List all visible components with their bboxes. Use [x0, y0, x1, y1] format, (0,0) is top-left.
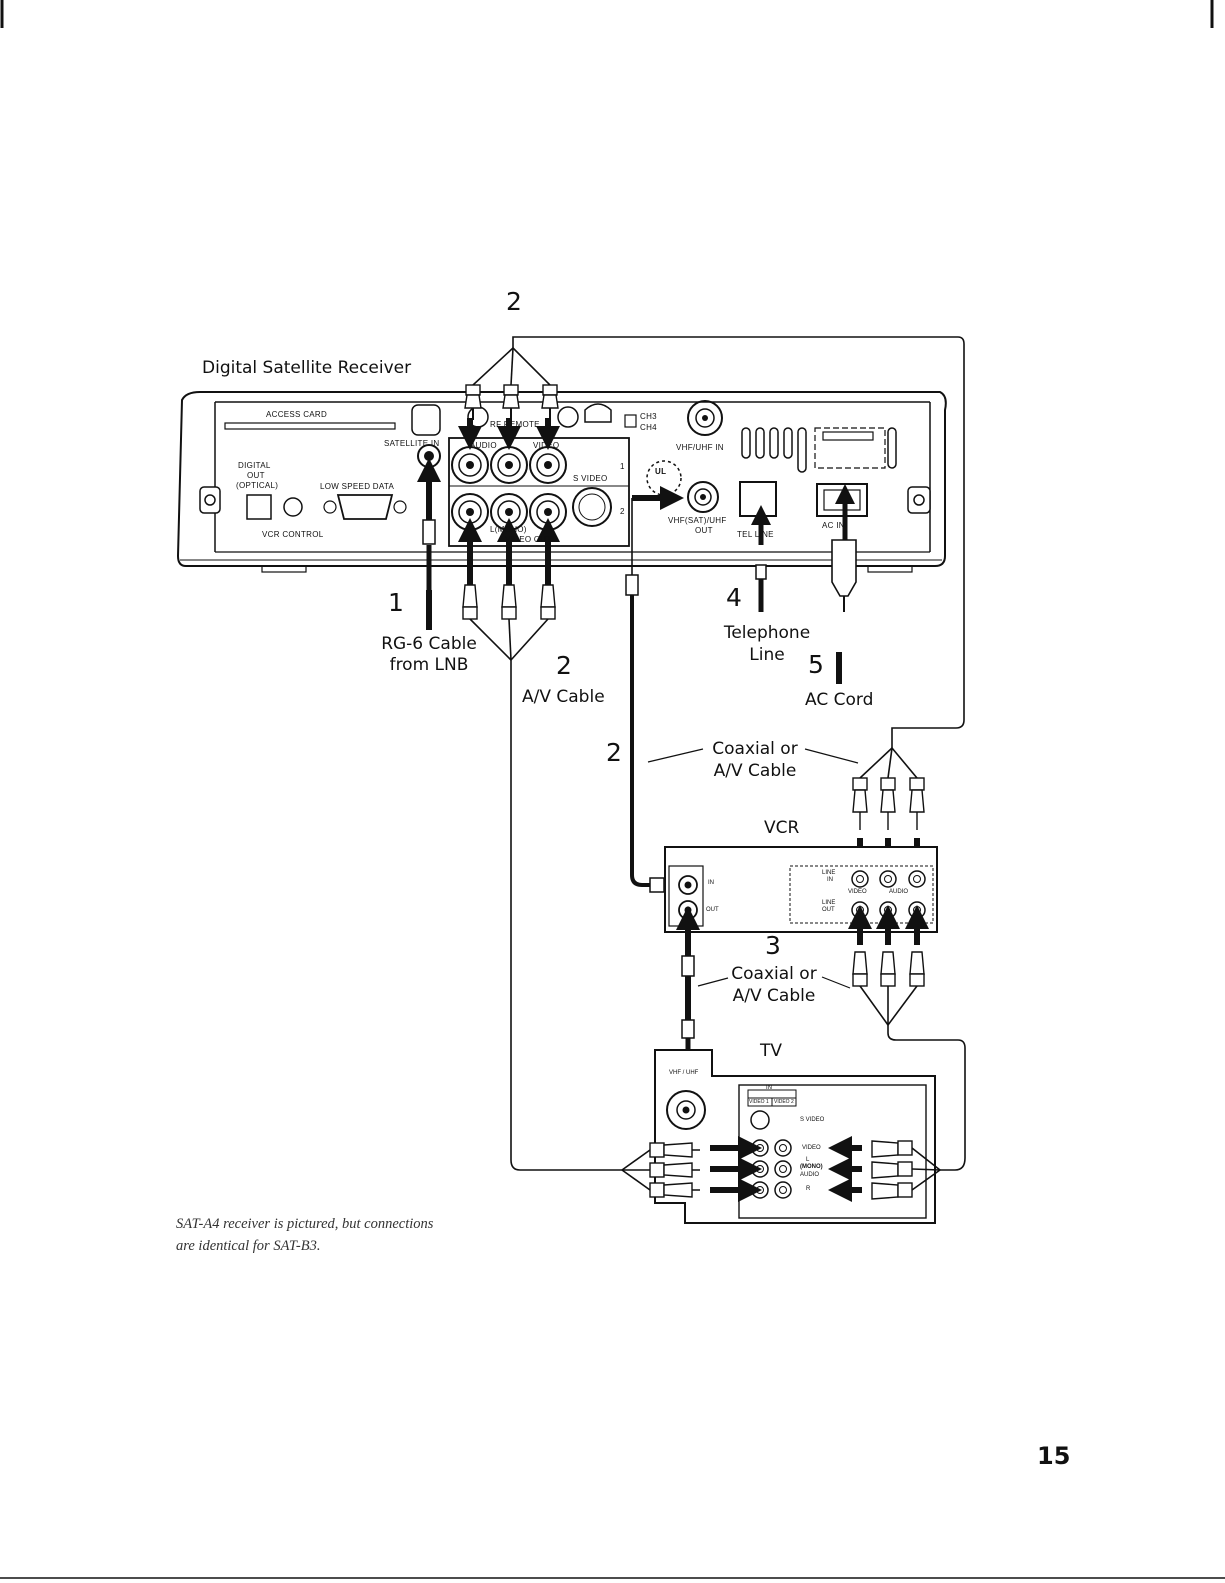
video-out-label: VIDEO OUT [505, 535, 552, 544]
low-speed-data-label: LOW SPEED DATA [320, 482, 395, 491]
digital-out-label: OUT [247, 471, 265, 480]
vcr-line-in-label: IN [827, 877, 833, 883]
page-number: 15 [1037, 1442, 1071, 1470]
telephone-line [751, 505, 771, 612]
digital-out-label: (OPTICAL) [236, 481, 279, 490]
s-video-label: S VIDEO [573, 474, 608, 483]
tv-mono-label: (MONO) [800, 1164, 823, 1170]
vcr-audio-label: AUDIO [889, 889, 909, 895]
coax-cable-vcr-to-tv [676, 906, 700, 1080]
tv-rear-panel [654, 1049, 936, 1224]
tv-video1-label: VIDEO 1 [749, 1099, 769, 1105]
av-cable-label: A/V Cable [522, 687, 605, 707]
av-cable-bottom [458, 518, 622, 1171]
ac-in-label: AC IN [822, 521, 845, 530]
l-mono-label: L(MONO) [490, 525, 527, 534]
caption-line-2: are identical for SAT-B3. [176, 1238, 321, 1254]
tv-s-video-label: S VIDEO [800, 1117, 825, 1123]
vhf-sat-uhf-out-label: VHF(SAT)/UHF [668, 516, 727, 525]
satellite-receiver-rear-panel [176, 391, 947, 573]
digital-out-label: DIGITAL [238, 461, 271, 470]
port-1-label: 1 [620, 462, 625, 471]
tv-l-label: L [806, 1157, 810, 1163]
arrows-into-receiver-top [458, 418, 560, 450]
tel-line-label: TEL LINE [737, 530, 774, 539]
tv-audio-label: AUDIO [800, 1172, 820, 1178]
caption-line-1: SAT-A4 receiver is pictured, but connect… [176, 1216, 434, 1232]
tv-vhf-uhf-label: VHF / UHF [669, 1070, 699, 1076]
telephone-line-label: Telephone [723, 623, 811, 643]
vcr-video-label: VIDEO [848, 889, 867, 895]
tv-r-label: R [806, 1186, 811, 1192]
ac-cord [831, 484, 857, 684]
vhf-sat-uhf-out-label: OUT [695, 526, 713, 535]
vcr-in-label: IN [708, 880, 714, 886]
ch4-label: CH4 [640, 423, 657, 432]
ul-mark: UL [655, 467, 667, 476]
step-2-av: 2 [556, 651, 572, 680]
av-cable-top [472, 336, 965, 748]
satellite-in-label: SATELLITE IN [384, 439, 440, 448]
rg6-cable-label: RG-6 Cable [381, 634, 477, 654]
rf-remote-label: RF REMOTE [490, 420, 540, 429]
leader-line [697, 977, 729, 987]
coaxial-or-av-cable-label: A/V Cable [713, 761, 797, 781]
vcr-line-in-label: LINE [822, 870, 836, 876]
step-1: 1 [388, 588, 404, 617]
vcr-out-label: OUT [706, 907, 719, 913]
receiver-title: Digital Satellite Receiver [202, 358, 412, 378]
av-plugs-tv-left [621, 1136, 762, 1202]
coaxial-or-av-cable-label: A/V Cable [732, 986, 816, 1006]
access-card-label: ACCESS CARD [266, 410, 328, 419]
telephone-line-label: Line [749, 645, 785, 665]
ch3-label: CH3 [640, 412, 657, 421]
vhf-uhf-in-label: VHF/UHF IN [676, 443, 724, 452]
step-4: 4 [726, 583, 742, 612]
audio-label: AUDIO [470, 441, 497, 450]
step-3: 3 [765, 931, 781, 960]
video-label: VIDEO [533, 441, 560, 450]
leader-line [804, 748, 859, 764]
vcr-title: VCR [764, 818, 800, 838]
step-5: 5 [808, 650, 824, 679]
tv-video2-label: VIDEO 2 [774, 1099, 794, 1105]
leader-line [821, 976, 851, 989]
tv-video-label: VIDEO [802, 1145, 821, 1151]
tv-title: TV [760, 1041, 783, 1061]
av-plugs-tv-right [828, 1136, 941, 1202]
vcr-line-out-label: LINE [822, 900, 836, 906]
coaxial-or-av-cable-label: Coaxial or [712, 739, 798, 759]
rg6-cable-label: from LNB [389, 655, 469, 675]
vcr-line-out-label: OUT [822, 907, 835, 913]
ac-cord-label: AC Cord [805, 690, 874, 710]
port-2-label: 2 [620, 507, 625, 516]
tv-in-label: IN [766, 1085, 772, 1091]
step-2-coax: 2 [606, 738, 622, 767]
step-2-top: 2 [506, 287, 522, 316]
leader-line [647, 748, 704, 763]
vcr-control-label: VCR CONTROL [262, 530, 324, 539]
rg6-cable [417, 458, 441, 630]
coaxial-or-av-cable-label: Coaxial or [731, 964, 817, 984]
av-cable-vcr-to-tv [848, 905, 966, 1171]
